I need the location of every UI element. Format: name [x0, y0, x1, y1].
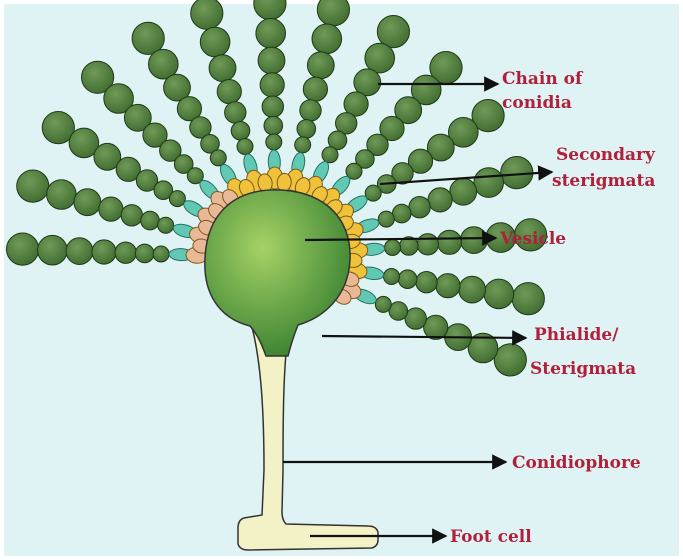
conidium: [474, 168, 504, 198]
conidium: [158, 217, 174, 233]
conidium: [322, 147, 338, 163]
conidium: [392, 204, 411, 223]
conidium: [47, 180, 77, 210]
conidium: [436, 274, 460, 298]
conidium: [484, 279, 514, 309]
conidium: [365, 43, 395, 73]
conidium: [153, 246, 169, 262]
conidium: [210, 150, 226, 166]
conidium: [307, 52, 334, 79]
conidium: [17, 170, 49, 202]
conidium: [365, 185, 381, 201]
conidium: [303, 77, 327, 101]
conidium: [115, 242, 136, 263]
conidium: [264, 116, 283, 135]
conidium: [405, 308, 426, 329]
conidium: [74, 189, 101, 216]
conidium: [459, 276, 486, 303]
conidium: [135, 244, 154, 263]
conidium: [312, 24, 342, 54]
conidium: [266, 134, 282, 150]
conidium: [377, 16, 409, 48]
conidium: [375, 296, 391, 312]
conidium: [428, 188, 452, 212]
conidium: [297, 120, 316, 139]
conidium: [209, 55, 236, 82]
label-vesicle: Vesicle: [499, 229, 566, 249]
conidium: [295, 137, 311, 153]
conidium: [260, 73, 284, 97]
conidium: [99, 197, 123, 221]
conidium: [378, 211, 394, 227]
conidium: [258, 47, 285, 74]
conidium: [38, 235, 68, 265]
conidium: [512, 283, 544, 315]
conidium: [409, 197, 430, 218]
conidium: [169, 191, 185, 207]
conidium: [460, 227, 487, 254]
conidium: [417, 234, 438, 255]
conidium: [141, 211, 160, 230]
conidium: [384, 269, 400, 285]
conidium: [398, 270, 417, 289]
conidium: [66, 238, 93, 265]
conidium: [256, 19, 286, 49]
conidium: [225, 102, 246, 123]
conidium: [231, 122, 250, 141]
conidium: [191, 0, 223, 29]
conidium: [437, 230, 461, 254]
conidium: [262, 96, 283, 117]
conidium: [92, 240, 116, 264]
label-conidiophore: Conidiophore: [512, 453, 641, 473]
conidium: [7, 233, 39, 265]
label-foot-cell: Foot cell: [450, 527, 532, 547]
conidium: [217, 80, 241, 104]
conidium: [200, 27, 230, 57]
conidium: [416, 272, 437, 293]
conidium: [450, 178, 477, 205]
conidium: [494, 344, 526, 376]
conidium: [385, 240, 401, 256]
conidium: [300, 100, 321, 121]
conidium: [121, 205, 142, 226]
conidium: [424, 315, 448, 339]
conidium: [237, 139, 253, 155]
